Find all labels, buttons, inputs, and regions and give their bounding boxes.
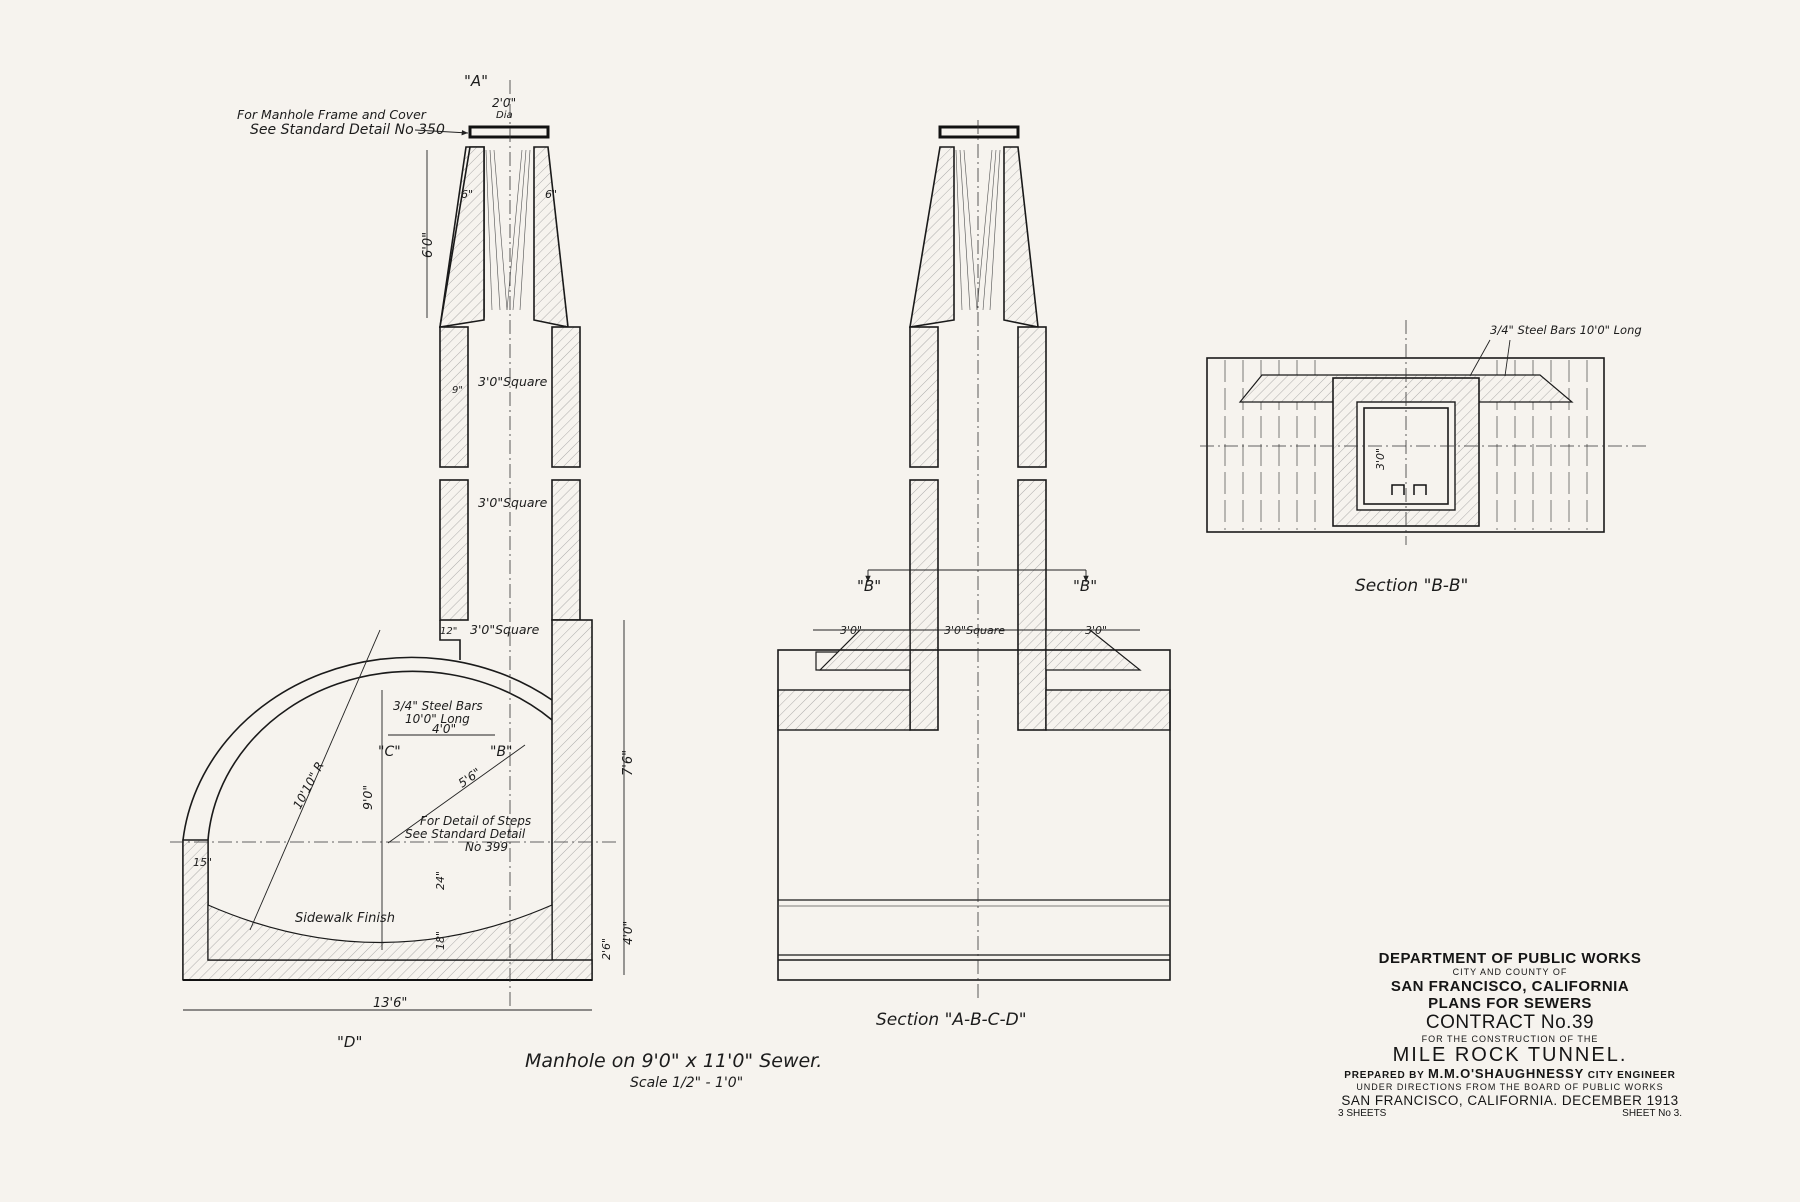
tb-project: MILE ROCK TUNNEL. <box>1392 1044 1628 1067</box>
square-label-2: 3'0"Square <box>478 495 548 510</box>
twelve-in-label: 12" <box>440 626 457 637</box>
tb-department: DEPARTMENT OF PUBLIC WORKS <box>1378 950 1642 967</box>
three-ft-left-dim: 3'0" <box>840 624 862 637</box>
section-bb-caption: Section "B-B" <box>1355 576 1468 596</box>
steel-bars-bb-note: 3/4" Steel Bars 10'0" Long <box>1490 323 1642 337</box>
dia-label: Dia <box>496 110 513 121</box>
section-marker-b-mid: "B" <box>490 744 512 760</box>
six-ft-dim: 6'0" <box>421 232 436 258</box>
sidewalk-note: Sidewalk Finish <box>295 911 395 926</box>
fifteen-in-label: 15" <box>193 856 212 869</box>
main-caption: Manhole on 9'0" x 11'0" Sewer. <box>525 1050 822 1072</box>
tb-sheets-line: 3 SHEETS SHEET No 3. <box>1300 1108 1720 1120</box>
tb-prepared-line: PREPARED BY M.M.O'SHAUGHNESSY CITY ENGIN… <box>1300 1066 1720 1082</box>
tb-plans: PLANS FOR SEWERS <box>1428 994 1592 1012</box>
nine-ft-dim: 9'0" <box>360 785 375 810</box>
tb-sheet-no: SHEET No 3. <box>1622 1108 1682 1120</box>
dia-value: 2'0" <box>492 96 516 110</box>
tb-engineer: M.M.O'SHAUGHNESSY <box>1428 1066 1585 1082</box>
four-ft-dim: 4'0" <box>432 722 456 736</box>
steel-bars-note-1: 3/4" Steel Bars <box>393 699 483 713</box>
two-six-dim: 2'6" <box>600 938 613 960</box>
title-block: DEPARTMENT OF PUBLIC WORKS CITY AND COUN… <box>1300 950 1720 1120</box>
square-mid-label: 3'0"Square <box>944 624 1005 637</box>
section-bb-view: 3/4" Steel Bars 10'0" Long 3'0" <box>1200 320 1650 545</box>
main-scale: Scale 1/2" - 1'0" <box>630 1075 743 1091</box>
tb-sheets: 3 SHEETS <box>1338 1108 1387 1120</box>
manhole-elevation-view: "A" "D" For Manhole Frame and Cover See … <box>170 72 636 1051</box>
tb-date-line: SAN FRANCISCO, CALIFORNIA. DECEMBER 1913 <box>1341 1092 1679 1108</box>
tb-city-county: CITY AND COUNTY OF <box>1452 967 1568 978</box>
tb-directions: UNDER DIRECTIONS FROM THE BOARD OF PUBLI… <box>1356 1082 1664 1093</box>
tb-contract: CONTRACT No.39 <box>1425 1012 1595 1034</box>
tb-prepared-by: PREPARED BY <box>1344 1070 1425 1082</box>
tb-for-construction: FOR THE CONSTRUCTION OF THE <box>1421 1033 1599 1044</box>
frame-note-2: See Standard Detail No 350 <box>250 122 445 138</box>
four-ft-v-dim: 4'0" <box>621 921 635 945</box>
width-total-dim: 13'6" <box>373 996 407 1011</box>
section-abcd-view: "B" "B" 3'0" 3'0"Square 3'0" <box>777 120 1171 1000</box>
seven-six-dim: 7'6" <box>621 750 636 776</box>
square-label-1: 3'0"Square <box>478 374 548 389</box>
three-ft-right-dim: 3'0" <box>1085 624 1107 637</box>
section-marker-b-right: "B" <box>1073 577 1097 595</box>
frame-note-1: For Manhole Frame and Cover <box>237 107 427 122</box>
section-marker-b-left: "B" <box>857 577 881 595</box>
tb-city: SAN FRANCISCO, CALIFORNIA <box>1390 977 1630 995</box>
five-six-dim: 5'6" <box>456 765 484 790</box>
steps-note-2: See Standard Detail <box>405 827 526 841</box>
steps-note-3: No 399 <box>465 840 508 854</box>
tb-engineer-title: CITY ENGINEER <box>1587 1070 1676 1082</box>
six-in-left: 6" <box>461 188 473 201</box>
section-marker-d: "D" <box>337 1033 362 1051</box>
steel-bars-note-2: 10'0" Long <box>405 712 470 726</box>
nine-in-label: 9" <box>452 385 463 396</box>
section-abcd-caption: Section "A-B-C-D" <box>876 1010 1027 1030</box>
eighteen-in-dim: 18" <box>434 931 447 950</box>
twentyfour-in-dim: 24" <box>434 871 447 890</box>
section-marker-a: "A" <box>464 72 488 90</box>
section-marker-c: "C" <box>378 744 401 760</box>
six-in-right: 6" <box>545 188 557 201</box>
square-label-3: 3'0"Square <box>470 622 540 637</box>
steps-note-1: For Detail of Steps <box>420 814 531 828</box>
three-ft-bb-dim: 3'0" <box>1374 448 1387 470</box>
radius-label: 10'10" R <box>290 759 327 811</box>
